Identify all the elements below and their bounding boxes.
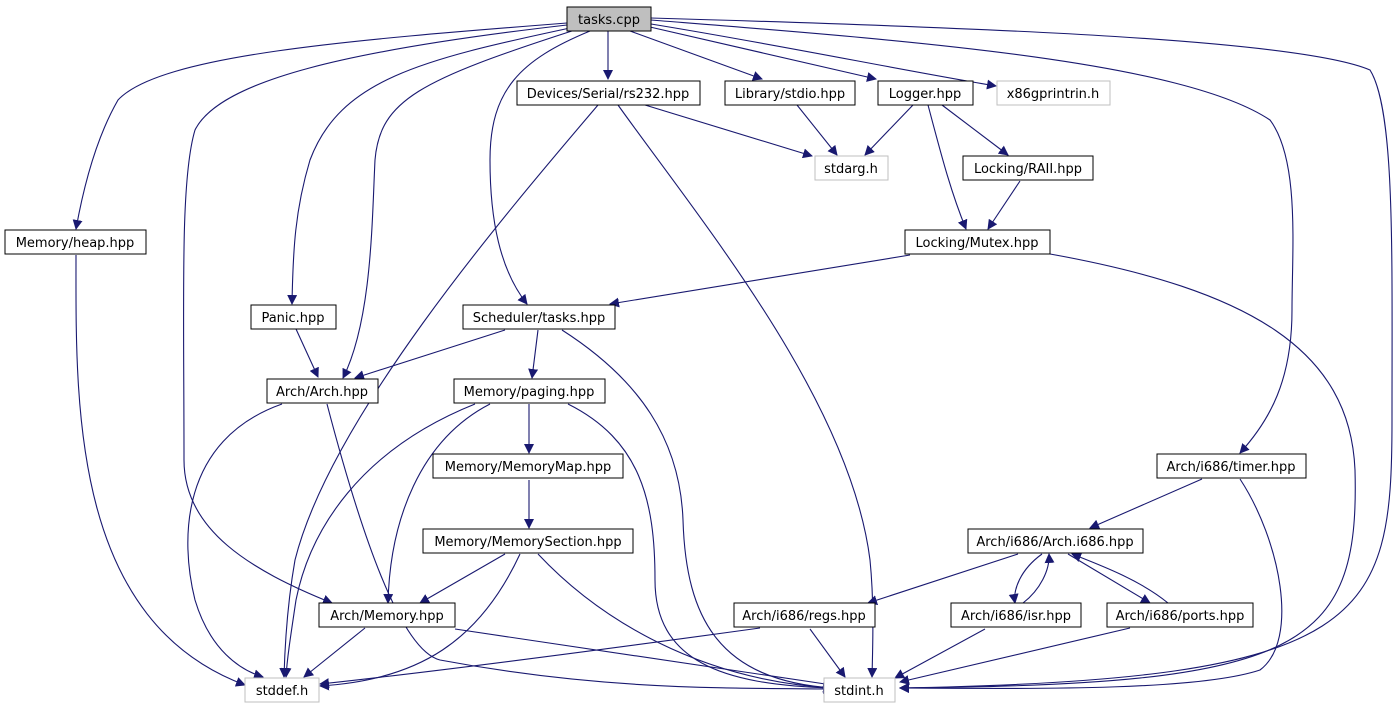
- edge-rs232-to-stdint: [617, 104, 878, 678]
- node-label: Logger.hpp: [889, 87, 962, 102]
- edges: [72, 17, 1393, 694]
- node-arch-i686-ports[interactable]: Arch/i686/ports.hpp: [1106, 602, 1254, 628]
- node-locking-mutex[interactable]: Locking/Mutex.hpp: [904, 229, 1051, 255]
- node-memory-memorysection[interactable]: Memory/MemorySection.hpp: [422, 528, 634, 554]
- edge-arch686-to-isr: [1008, 553, 1043, 604]
- node-label: stdarg.h: [824, 162, 878, 177]
- edge-tasks-to-timer: [650, 19, 1294, 454]
- node-label: Library/stdio.hpp: [735, 87, 845, 102]
- node-label: Memory/MemoryMap.hpp: [445, 460, 611, 475]
- edge-memorysection-to-stddef: [319, 553, 521, 691]
- node-label: stdint.h: [834, 684, 883, 699]
- node-label: Arch/i686/ports.hpp: [1116, 609, 1245, 624]
- edge-ports-to-arch686: [1071, 552, 1169, 604]
- edge-tasks-to-logger: [649, 26, 877, 82]
- edge-memorysection-to-archmemory: [419, 553, 506, 604]
- edge-archarch-to-stdint: [326, 403, 833, 694]
- node-stdarg[interactable]: stdarg.h: [814, 155, 889, 181]
- node-x86gprintrin[interactable]: x86gprintrin.h: [996, 80, 1111, 106]
- edge-heap-to-stddef: [75, 254, 246, 687]
- edge-rs232-to-stddef: [279, 104, 599, 678]
- edge-mutex-to-schedulertasks: [609, 254, 911, 308]
- edge-tasks-to-stdio: [629, 30, 763, 81]
- edge-arch686-to-regs: [867, 553, 1019, 605]
- edge-tasks-to-archmemory: [182, 24, 568, 605]
- edge-schedulertasks-to-paging: [528, 329, 539, 379]
- edge-tasks-to-archarch: [342, 29, 576, 379]
- edge-arch686-to-ports: [1067, 553, 1151, 604]
- node-arch-memory[interactable]: Arch/Memory.hpp: [318, 602, 456, 628]
- edge-logger-to-mutex: [927, 104, 968, 230]
- edge-panic-to-archarch: [295, 328, 319, 378]
- node-tasks-cpp[interactable]: tasks.cpp: [566, 6, 652, 32]
- edge-schedulertasks-to-archarch: [354, 329, 506, 381]
- edge-ports-to-stdint: [899, 627, 1131, 685]
- node-memory-heap[interactable]: Memory/heap.hpp: [4, 229, 147, 255]
- edge-archarch-to-stddef: [187, 403, 283, 680]
- edge-paging-to-archmemory: [383, 403, 491, 604]
- node-label: Arch/i686/regs.hpp: [742, 609, 865, 624]
- nodes: tasks.cpp Devices/Serial/rs232.hpp Libra…: [4, 6, 1307, 703]
- node-panic[interactable]: Panic.hpp: [250, 304, 337, 330]
- edge-tasks-to-schedulertasks: [489, 30, 591, 305]
- node-arch-i686-arch[interactable]: Arch/i686/Arch.i686.hpp: [967, 528, 1144, 554]
- node-label: Arch/i686/isr.hpp: [961, 609, 1071, 624]
- edge-memorysection-to-stdint: [537, 553, 833, 693]
- node-label: Locking/Mutex.hpp: [915, 236, 1038, 251]
- node-label: Scheduler/tasks.hpp: [473, 311, 605, 326]
- node-devices-serial-rs232[interactable]: Devices/Serial/rs232.hpp: [516, 80, 701, 106]
- edge-archmemory-to-stdint: [454, 628, 833, 689]
- edge-logger-to-stdarg: [864, 104, 914, 156]
- node-memory-paging[interactable]: Memory/paging.hpp: [453, 378, 606, 404]
- node-arch-arch[interactable]: Arch/Arch.hpp: [266, 378, 379, 404]
- node-label: Arch/i686/timer.hpp: [1167, 460, 1296, 475]
- node-label: Memory/heap.hpp: [16, 236, 135, 251]
- edge-regs-to-stdint: [809, 628, 846, 678]
- node-arch-i686-isr[interactable]: Arch/i686/isr.hpp: [950, 602, 1082, 628]
- edge-tasks-to-heap: [72, 22, 568, 230]
- node-label: Arch/Arch.hpp: [276, 385, 368, 400]
- node-arch-i686-timer[interactable]: Arch/i686/timer.hpp: [1156, 453, 1307, 479]
- node-label: Memory/paging.hpp: [464, 385, 595, 400]
- edge-archmemory-to-stddef: [303, 627, 366, 678]
- edge-mutex-to-stdint: [899, 253, 1356, 693]
- node-stddef[interactable]: stddef.h: [244, 677, 320, 703]
- edge-tasks-to-stdint: [650, 17, 1393, 693]
- edge-tasks-to-panic: [287, 27, 571, 305]
- node-scheduler-tasks[interactable]: Scheduler/tasks.hpp: [462, 304, 616, 330]
- node-label: Arch/Memory.hpp: [330, 609, 444, 624]
- edge-isr-to-arch686: [1022, 553, 1055, 604]
- edge-timer-to-arch686: [1089, 478, 1203, 529]
- node-label: stddef.h: [256, 684, 308, 699]
- edge-logger-to-raii: [941, 104, 1009, 156]
- edge-schedulertasks-to-stdint: [561, 329, 833, 693]
- edge-regs-to-stddef: [319, 627, 761, 689]
- node-label: Locking/RAII.hpp: [974, 162, 1082, 177]
- node-library-stdio[interactable]: Library/stdio.hpp: [724, 80, 856, 106]
- edge-rs232-to-stdarg: [644, 104, 813, 159]
- node-label: x86gprintrin.h: [1007, 87, 1100, 102]
- node-label: Arch/i686/Arch.i686.hpp: [976, 535, 1133, 550]
- edge-stdio-to-stdarg: [796, 104, 838, 156]
- edge-isr-to-stdint: [894, 628, 986, 679]
- node-logger[interactable]: Logger.hpp: [877, 80, 974, 106]
- edge-raii-to-mutex: [987, 180, 1021, 230]
- node-arch-i686-regs[interactable]: Arch/i686/regs.hpp: [733, 602, 876, 628]
- node-label: Panic.hpp: [261, 311, 324, 326]
- edge-paging-to-stdint: [567, 403, 833, 693]
- edge-paging-to-stddef: [281, 403, 476, 678]
- node-stdint[interactable]: stdint.h: [823, 677, 896, 703]
- edge-tasks-to-x86gprintrin: [650, 23, 997, 90]
- node-locking-raii[interactable]: Locking/RAII.hpp: [962, 155, 1094, 181]
- node-label: Memory/MemorySection.hpp: [434, 535, 621, 550]
- node-label: tasks.cpp: [578, 13, 640, 28]
- node-label: Devices/Serial/rs232.hpp: [527, 87, 690, 102]
- edge-timer-to-stdint: [899, 478, 1283, 694]
- node-memory-memorymap[interactable]: Memory/MemoryMap.hpp: [432, 453, 624, 479]
